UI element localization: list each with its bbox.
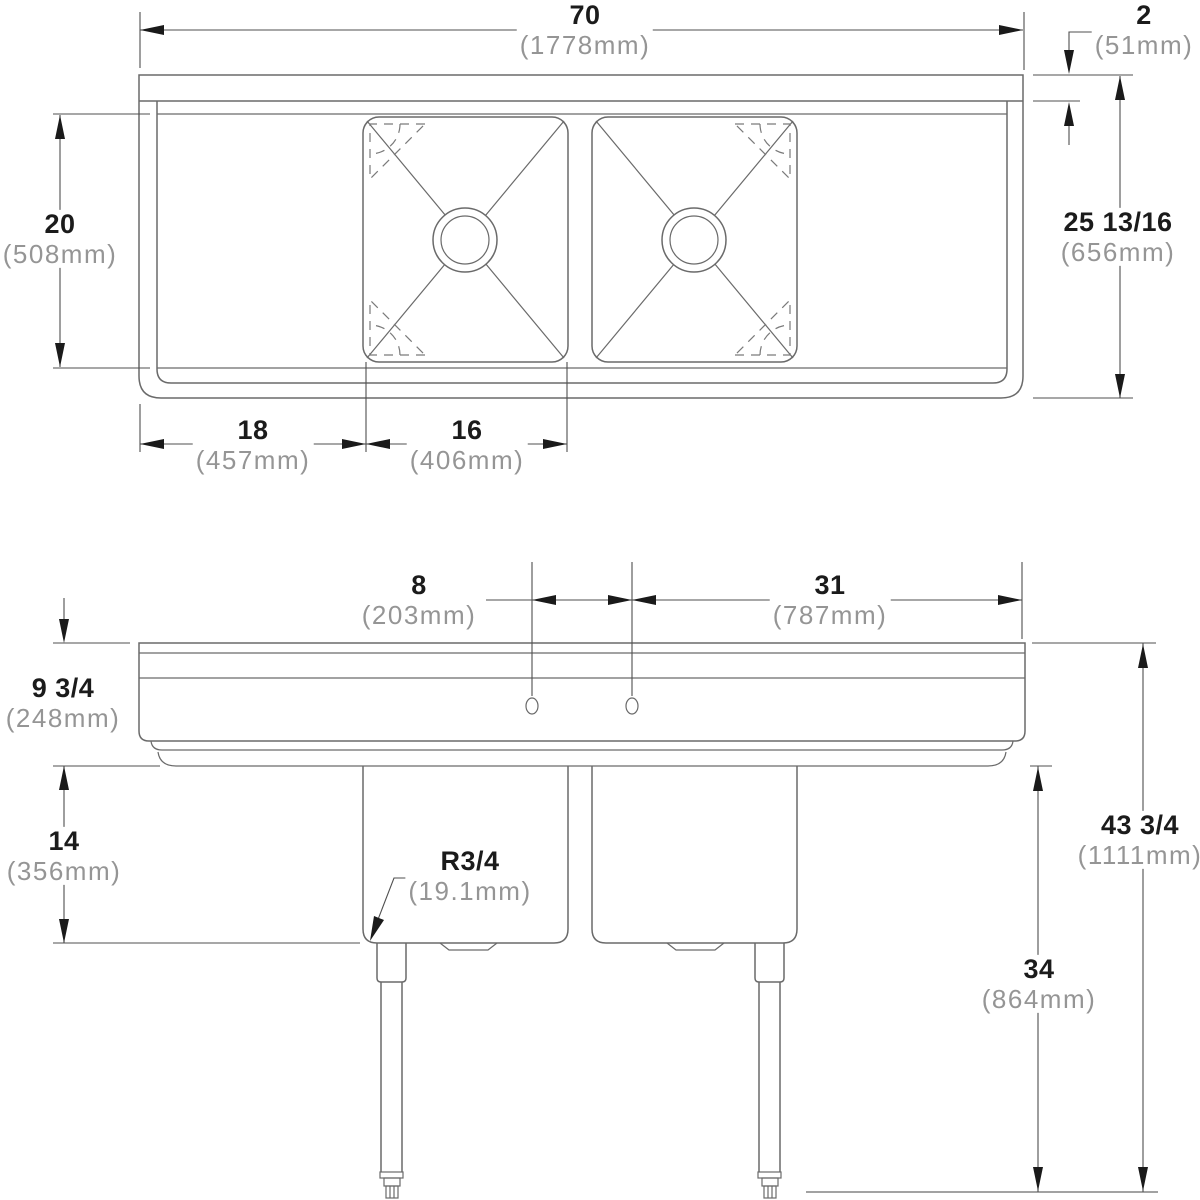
right-bowl-corner-details	[733, 123, 791, 356]
front-view	[53, 562, 1158, 1199]
dim-metric: (1111mm)	[1077, 839, 1200, 870]
right-drain-outer	[661, 207, 727, 273]
dim-overall-height	[1032, 642, 1156, 1192]
left-bowl-plan	[362, 116, 569, 363]
dim-metric: (656mm)	[1060, 236, 1176, 267]
dim-metric: (248mm)	[5, 702, 121, 733]
left-bowl-corner-details	[369, 123, 427, 356]
label-overall-front-to-back: 25 13/16 (656mm)	[1057, 206, 1179, 267]
left-drain-inner	[440, 215, 490, 265]
dim-value: 20	[44, 208, 76, 239]
faucet-hole-right	[625, 697, 639, 715]
top-view-inner-rim	[156, 101, 1008, 384]
dim-value: 70	[569, 0, 601, 30]
dim-metric: (406mm)	[409, 444, 525, 475]
label-top-to-underside: 9 3/4 (248mm)	[2, 672, 124, 733]
right-drain-inner	[669, 215, 719, 265]
dim-metric: (508mm)	[2, 238, 118, 269]
dim-faucet-hole-spacing	[486, 562, 633, 696]
dim-value: 8	[411, 569, 427, 600]
label-overall-width: 70 (1778mm)	[516, 0, 654, 60]
dim-metric: (51mm)	[1094, 29, 1194, 60]
dim-value: R3/4	[440, 845, 500, 876]
dim-backsplash-thickness	[1033, 31, 1133, 145]
label-left-drainboard-width: 18 (457mm)	[192, 414, 314, 475]
faucet-hole-left	[525, 697, 539, 715]
left-leg	[376, 943, 407, 1199]
left-foot	[385, 1185, 399, 1199]
label-corner-radius: R3/4 (19.1mm)	[405, 845, 535, 906]
right-bowl-front	[591, 766, 798, 951]
dim-metric: (1778mm)	[519, 29, 651, 60]
dim-value: 14	[48, 825, 80, 856]
front-rim-lip	[150, 740, 1014, 751]
dim-value: 43 3/4	[1100, 809, 1180, 840]
dim-top-to-underside	[53, 598, 130, 644]
label-backsplash-thickness: 2 (51mm)	[1091, 0, 1197, 60]
dim-metric: (356mm)	[6, 855, 122, 886]
dim-value: 25 13/16	[1063, 206, 1173, 237]
right-drain-bump	[666, 942, 725, 951]
label-faucet-hole-spacing: 8 (203mm)	[358, 569, 480, 630]
top-view-outer-outline	[138, 74, 1024, 399]
top-view	[53, 12, 1133, 452]
dim-metric: (457mm)	[195, 444, 311, 475]
right-foot	[763, 1185, 777, 1199]
dim-metric: (864mm)	[981, 983, 1097, 1014]
label-hole-to-right-edge: 31 (787mm)	[769, 569, 891, 630]
right-bowl-plan	[591, 116, 798, 363]
dim-value: 2	[1136, 0, 1152, 30]
label-bowl-depth: 14 (356mm)	[3, 825, 125, 886]
dim-metric: (787mm)	[772, 599, 888, 630]
front-body-outline	[138, 642, 1026, 742]
label-overall-height: 43 3/4 (1111mm)	[1074, 809, 1200, 870]
label-bowl-front-to-back: 20 (508mm)	[0, 208, 121, 269]
left-bowl-front	[362, 766, 569, 951]
left-drain-bump	[439, 942, 498, 951]
dim-metric: (203mm)	[361, 599, 477, 630]
dim-value: 18	[237, 414, 269, 445]
dim-value: 16	[451, 414, 483, 445]
right-leg	[754, 943, 785, 1199]
dim-metric: (19.1mm)	[408, 875, 532, 906]
label-floor-to-underside: 34 (864mm)	[978, 953, 1100, 1014]
dim-value: 31	[814, 569, 846, 600]
left-drain-outer	[432, 207, 498, 273]
label-bowl-width: 16 (406mm)	[406, 414, 528, 475]
dim-value: 34	[1023, 953, 1055, 984]
front-underside-line	[157, 751, 1007, 767]
dim-value: 9 3/4	[31, 672, 95, 703]
